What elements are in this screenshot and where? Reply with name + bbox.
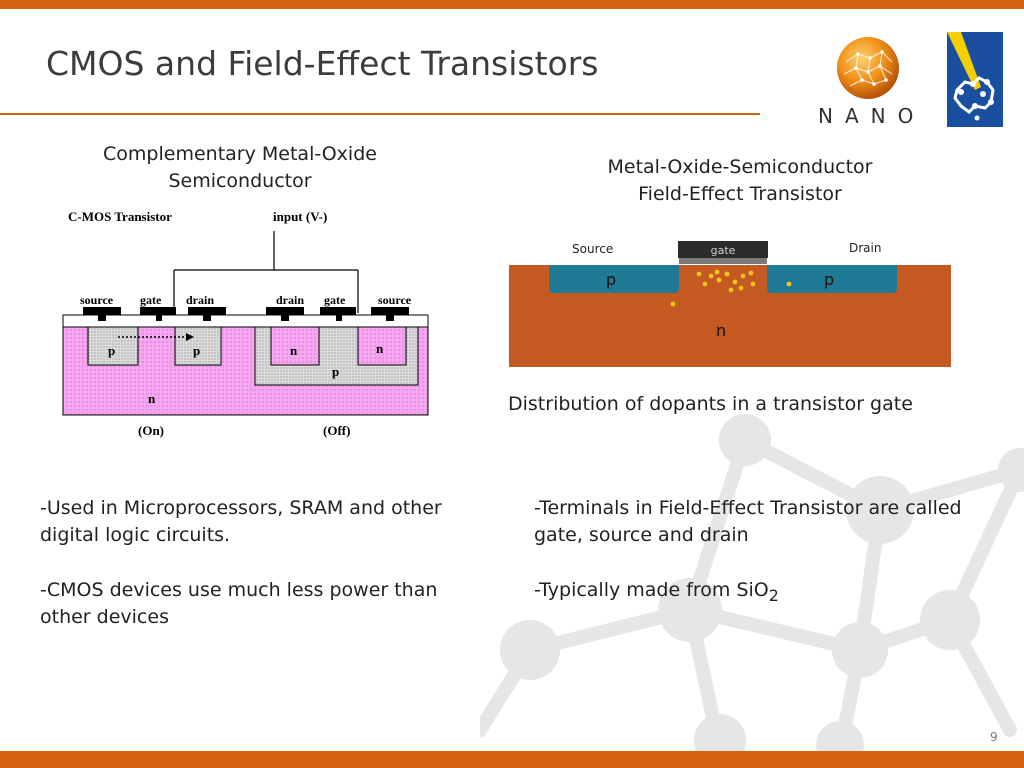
cmos-region-p-left: p (108, 343, 115, 358)
mosfet-heading-line1: Metal-Oxide-Semiconductor (607, 156, 873, 178)
australia-map-logo (947, 32, 1003, 127)
dopant-dots (670, 269, 792, 307)
mosfet-caption: Distribution of dopants in a transistor … (508, 393, 913, 415)
mosfet-n-substrate: n (716, 321, 726, 340)
mosfet-gate-label: gate (711, 244, 736, 257)
cmos-region-n-substrate: n (148, 391, 156, 406)
mosfet-bullet-material-text: -Typically made from SiO (534, 579, 769, 601)
cmos-input-label: input (V-) (273, 209, 327, 224)
cmos-label-source-right: source (378, 293, 412, 307)
cmos-label-gate-right: gate (324, 293, 346, 307)
cmos-region-n-left: n (290, 343, 298, 358)
cmos-bullets: -Used in Microprocessors, SRAM and other… (40, 495, 480, 659)
network-background-decoration (480, 414, 1024, 751)
cmos-region-p-well: p (332, 364, 339, 379)
cmos-bullet-power: -CMOS devices use much less power than o… (40, 579, 438, 628)
slide-title: CMOS and Field-Effect Transistors (46, 44, 599, 83)
cmos-heading: Complementary Metal-Oxide Semiconductor (103, 143, 377, 192)
mosfet-source-label: Source (572, 242, 613, 256)
mosfet-bullet-terminals: -Terminals in Field-Effect Transistor ar… (534, 497, 962, 546)
cmos-bullet-usage: -Used in Microprocessors, SRAM and other… (40, 497, 442, 546)
cmos-caption-off: (Off) (323, 423, 350, 438)
mosfet-heading: Metal-Oxide-Semiconductor Field-Effect T… (540, 154, 940, 208)
mosfet-bullet-material-subscript: 2 (768, 585, 779, 605)
page-number: 9 (990, 730, 998, 744)
cmos-diagram-title: C-MOS Transistor (68, 209, 172, 224)
cmos-label-drain-right: drain (276, 293, 304, 307)
cmos-caption-on: (On) (138, 423, 164, 438)
nano-globe-logo (837, 37, 899, 99)
cmos-transistor-diagram: C-MOS Transistor input (V-) source gate … (62, 209, 429, 438)
mosfet-bullet-material: -Typically made from SiO2 (534, 577, 974, 609)
mosfet-dopant-diagram: gate Source Drain p p n (509, 241, 951, 367)
bottom-accent-bar (0, 751, 1024, 768)
title-underline (0, 113, 760, 115)
mosfet-drain-label: Drain (849, 241, 881, 255)
cmos-label-drain-left: drain (186, 293, 214, 307)
cmos-region-n-right: n (376, 341, 384, 356)
cmos-region-p-right: p (193, 343, 200, 358)
mosfet-p-right: p (824, 270, 834, 289)
top-accent-bar (0, 0, 1024, 9)
mosfet-p-left: p (606, 270, 616, 289)
cmos-label-gate-left: gate (140, 293, 162, 307)
mosfet-heading-line2: Field-Effect Transistor (638, 183, 842, 205)
mosfet-bullets: -Terminals in Field-Effect Transistor ar… (534, 495, 974, 637)
cmos-label-source-left: source (80, 293, 114, 307)
nano-logo-text: NANO (818, 104, 926, 128)
